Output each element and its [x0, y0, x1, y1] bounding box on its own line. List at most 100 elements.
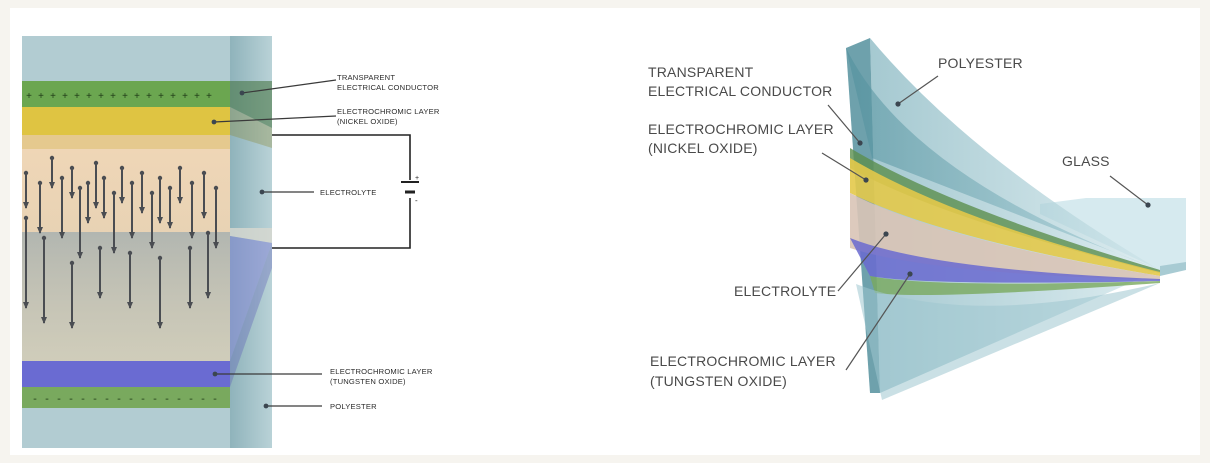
- dot-electrolyte: [259, 189, 265, 195]
- tungsten-oxide-layer: [22, 361, 230, 387]
- ion-arrow-tail: [139, 170, 145, 176]
- glass-pane-edge: [1160, 262, 1186, 276]
- ion-arrow-head: [93, 202, 99, 209]
- ion-arrow-head: [157, 322, 163, 329]
- dot-tungsten: [212, 371, 218, 377]
- label-r-nickel-line2: (NICKEL OXIDE): [648, 140, 758, 156]
- ion-arrow-head: [85, 217, 91, 224]
- label-transparent-line2: ELECTRICAL CONDUCTOR: [337, 83, 439, 92]
- ion-arrow-tail: [59, 175, 65, 181]
- leader-r-polyester: [897, 75, 939, 105]
- ion-arrow-tail: [187, 245, 193, 251]
- ion-arrows: [23, 155, 219, 329]
- tinted-region: [22, 232, 230, 361]
- ion-arrow-head: [111, 247, 117, 254]
- diagram-frame: + + + + + + + + + + + + + + + + - - - - …: [10, 8, 1200, 455]
- ion-arrow-head: [201, 212, 207, 219]
- circuit-wire-bottom: [272, 198, 411, 249]
- conductor-bottom-layer: [22, 387, 230, 408]
- label-electrolyte: ELECTROLYTE: [320, 188, 377, 197]
- dot-r-conductor: [857, 140, 863, 146]
- leader-r-electrolyte: [837, 233, 887, 292]
- battery-plus-sign: +: [415, 175, 419, 182]
- polyester-sheet-front: [846, 48, 1160, 270]
- minus-charge-row: - - - - - - - - - - - - - - - -: [32, 395, 218, 406]
- label-transparent-line1: TRANSPARENT: [337, 73, 395, 82]
- tungsten-side-edge-2: [230, 243, 272, 387]
- ion-arrow-head: [119, 197, 125, 204]
- tungsten-oxide-layer-right: [850, 238, 1160, 283]
- ion-arrow-head: [139, 207, 145, 214]
- leader-r-conductor: [827, 104, 861, 144]
- dot-r-tungsten: [907, 271, 913, 277]
- ion-arrow-tail: [69, 165, 75, 171]
- ion-arrow-head: [167, 222, 173, 229]
- label-nickel-line2: (NICKEL OXIDE): [337, 117, 398, 126]
- ion-arrow-head: [187, 302, 193, 309]
- ion-arrow-tail: [213, 185, 219, 191]
- electrolyte-side-edge: [230, 228, 272, 243]
- label-r-transparent-line2: ELECTRICAL CONDUCTOR: [648, 83, 832, 99]
- ion-arrow-tail: [77, 185, 83, 191]
- glass-top-layer: [22, 36, 230, 81]
- label-r-tungsten-line1: ELECTROCHROMIC LAYER: [650, 353, 836, 369]
- ion-arrow-tail: [85, 180, 91, 186]
- ion-arrow-tail: [41, 235, 47, 241]
- plus-charge-row: + + + + + + + + + + + + + + + +: [26, 92, 212, 103]
- dot-conductor: [239, 90, 245, 96]
- ion-arrow-head: [97, 292, 103, 299]
- ion-arrow-head: [49, 182, 55, 189]
- glass-pane: [1040, 198, 1186, 270]
- right-exploded-view: TRANSPARENT ELECTRICAL CONDUCTOR POLYEST…: [648, 38, 1186, 400]
- label-r-electrolyte: ELECTROLYTE: [734, 283, 836, 299]
- ion-arrow-tail: [189, 180, 195, 186]
- electrochromic-diagram: + + + + + + + + + + + + + + + + - - - - …: [22, 36, 1186, 448]
- ion-arrow-tail: [149, 190, 155, 196]
- leader-r-nickel: [821, 152, 867, 181]
- ion-arrow-head: [101, 212, 107, 219]
- dot-r-nickel: [863, 177, 869, 183]
- polyester-sheet-bottom: [856, 283, 1160, 400]
- glass-bottom-layer: [22, 408, 230, 448]
- ion-arrow-head: [127, 302, 133, 309]
- ion-arrow-head: [189, 232, 195, 239]
- dot-polyester: [263, 403, 269, 409]
- dot-r-electrolyte: [883, 231, 889, 237]
- circuit-wire-top: [272, 134, 411, 180]
- ion-arrow-head: [205, 292, 211, 299]
- dot-r-glass: [1145, 202, 1151, 208]
- ion-arrow-tail: [177, 165, 183, 171]
- ion-arrow-tail: [201, 170, 207, 176]
- ion-arrow-head: [23, 202, 29, 209]
- label-r-tungsten-line2: (TUNGSTEN OXIDE): [650, 373, 787, 389]
- ion-arrow-tail: [157, 255, 163, 261]
- ion-arrow-head: [59, 232, 65, 239]
- dot-r-polyester: [895, 101, 901, 107]
- label-r-nickel-line1: ELECTROCHROMIC LAYER: [648, 121, 834, 137]
- ion-arrow-tail: [101, 175, 107, 181]
- left-cross-section: + + + + + + + + + + + + + + + + - - - - …: [22, 36, 440, 448]
- ion-arrow-tail: [97, 245, 103, 251]
- ion-arrow-head: [37, 227, 43, 234]
- label-nickel-line1: ELECTROCHROMIC LAYER: [337, 107, 440, 116]
- ion-arrow-head: [157, 217, 163, 224]
- ion-arrow-tail: [23, 215, 29, 221]
- nickel-oxide-lower-band: [22, 135, 230, 149]
- tungsten-side-edge: [230, 236, 272, 361]
- label-polyester: POLYESTER: [330, 402, 377, 411]
- conductor-top-layer: [22, 81, 230, 107]
- conductor-bottom-right: [870, 276, 1160, 296]
- ion-arrow-tail: [69, 260, 75, 266]
- leader-nickel: [213, 115, 337, 123]
- ion-arrow-head: [23, 302, 29, 309]
- ion-arrow-tail: [37, 180, 43, 186]
- ion-arrow-head: [41, 317, 47, 324]
- ion-arrow-tail: [157, 175, 163, 181]
- ion-arrow-head: [77, 252, 83, 259]
- leader-r-glass: [1109, 175, 1149, 206]
- ion-arrow-tail: [49, 155, 55, 161]
- leader-r-tungsten: [845, 273, 911, 371]
- label-tungsten-line2: (TUNGSTEN OXIDE): [330, 377, 406, 386]
- label-r-glass: GLASS: [1062, 153, 1110, 169]
- ion-arrow-tail: [129, 180, 135, 186]
